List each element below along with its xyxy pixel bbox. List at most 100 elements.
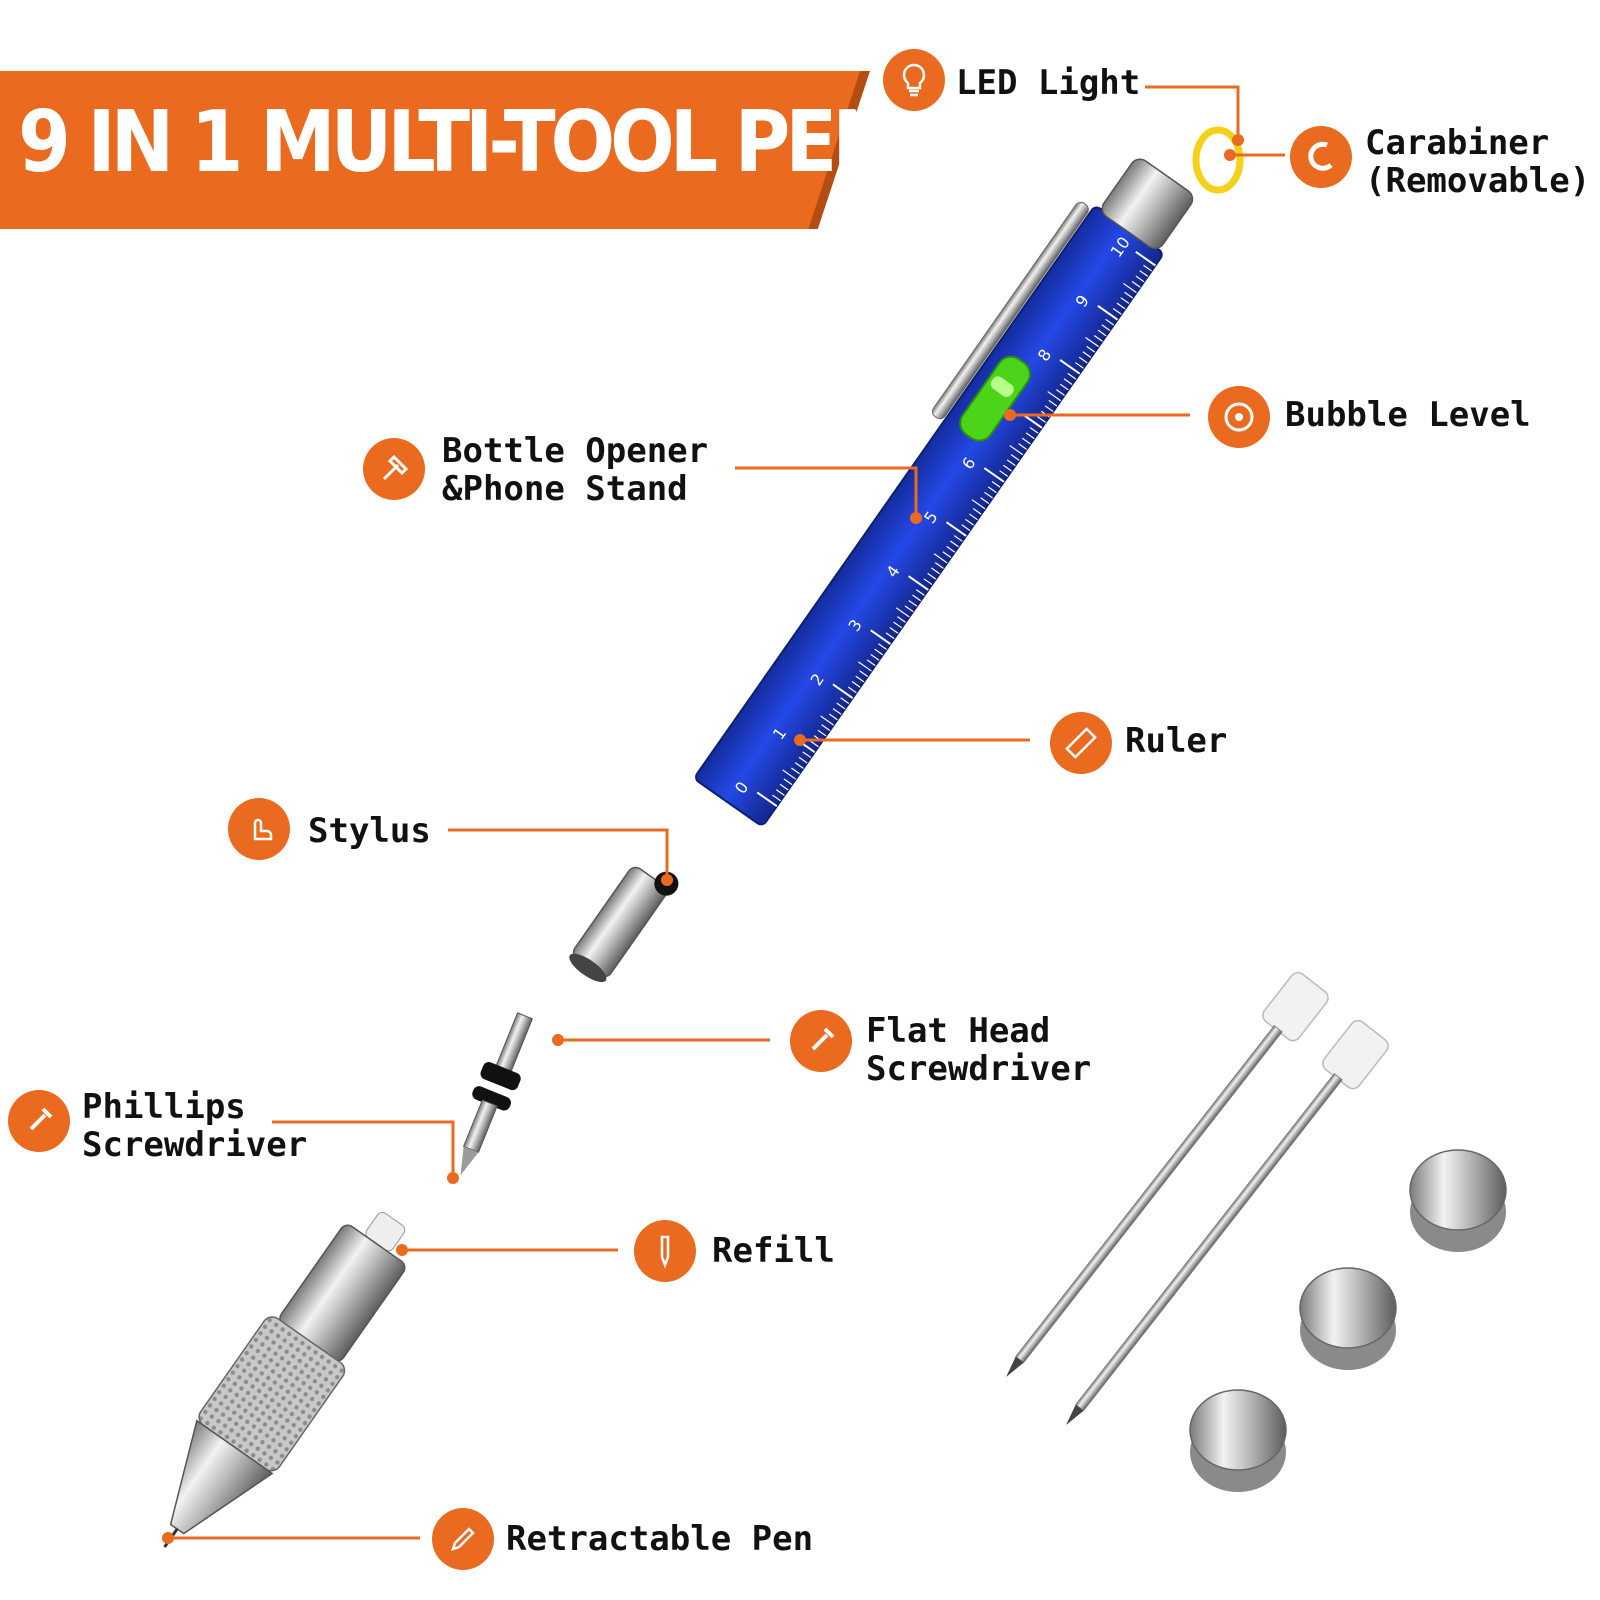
pencil-icon [432, 1508, 494, 1570]
ruler-tick [1085, 337, 1099, 348]
ruler-tick [1131, 280, 1141, 288]
ruler-tick [851, 681, 861, 688]
pen-body: 012345678910 [695, 158, 1194, 826]
ruler-tick [999, 470, 1009, 477]
ruler-tick [828, 713, 838, 721]
label-stylus: Stylus [308, 811, 431, 851]
page-title: 9 IN 1 MULTI-TOOL PEN [18, 91, 896, 192]
ruler-tick [866, 659, 876, 667]
ruler-tick [779, 783, 789, 791]
refill-2 [1066, 1019, 1389, 1426]
title-banner [0, 71, 860, 229]
screwdriver-bit [460, 1012, 534, 1176]
ruler-tick [1029, 426, 1039, 434]
ruler-tick [1047, 391, 1062, 402]
ruler-tick [1059, 359, 1081, 375]
bubble-level-icon [1208, 386, 1270, 448]
ruler-tick [809, 740, 819, 748]
ruler-tick [1112, 308, 1122, 315]
ruler-tick [908, 575, 929, 591]
ruler-tick [1143, 264, 1152, 272]
leader-stylus [448, 828, 669, 880]
ruler-tick [965, 518, 975, 526]
ruler-tick [893, 621, 903, 629]
hammer-icon [363, 438, 425, 500]
ruler-tick [794, 762, 804, 769]
battery-3 [1189, 1389, 1287, 1492]
ruler-tick [802, 751, 812, 759]
ruler-tick [968, 513, 978, 521]
ruler-tick [1123, 282, 1137, 294]
ruler-tick [1003, 464, 1012, 472]
ruler-tick [832, 708, 842, 715]
ruler-tick [855, 675, 865, 683]
ruler-tick [1139, 270, 1149, 277]
carabiner-ring [1192, 126, 1244, 194]
ruler-tick [915, 589, 925, 596]
ruler-tick [1135, 250, 1156, 267]
label-carabiner: Carabiner (Removable) [1365, 123, 1591, 201]
ruler-tick [1101, 324, 1111, 331]
ruler-tick [904, 605, 914, 613]
leader-phillips [272, 1120, 455, 1178]
retractable-pen [163, 1212, 406, 1548]
ruler-tick [987, 486, 997, 494]
screwdriver-icon [790, 1010, 852, 1072]
ruler-tick [1124, 291, 1134, 299]
ruler-tick [847, 686, 857, 694]
ruler-tick [756, 791, 778, 808]
ruler-tick [775, 789, 785, 796]
ruler-tick [961, 524, 971, 531]
ruler-tick [772, 794, 781, 802]
ruler-tick [927, 572, 937, 580]
ruler-tick [1018, 443, 1028, 450]
ruler-tick [895, 607, 910, 618]
ruler-tick [912, 594, 922, 602]
ruler-tick [1097, 305, 1119, 321]
battery-1 [1409, 1149, 1507, 1252]
carabiner-icon [1290, 126, 1352, 188]
ruler-tick [984, 491, 993, 499]
ruler-tick [1044, 405, 1054, 413]
ruler-icon [1050, 712, 1112, 774]
refill-icon [634, 1220, 696, 1282]
ruler-tick [1116, 302, 1126, 310]
ruler-tick [908, 599, 918, 607]
ruler-tick [1082, 351, 1092, 358]
label-refill: Refill [712, 1231, 835, 1271]
ruler-tick [946, 545, 956, 553]
ruler-tick [870, 654, 880, 661]
label-flat-head: Flat Head Screwdriver [866, 1011, 1092, 1089]
ruler-tick [972, 508, 982, 515]
ruler-tick [1059, 383, 1069, 391]
label-bottle-opener: Bottle Opener &Phone Stand [442, 431, 709, 509]
ruler-tick [783, 778, 793, 786]
ruler-tick [1009, 445, 1024, 456]
ruler-tick [1067, 372, 1077, 380]
ruler-tick [832, 683, 854, 699]
ruler-tick [1078, 356, 1088, 364]
ruler-tick [983, 467, 1005, 483]
ruler-tick [870, 629, 892, 645]
screwdriver-icon [8, 1090, 70, 1152]
ruler-tick [885, 632, 895, 640]
ruler-tick [1135, 275, 1145, 283]
ruler-tick [991, 481, 1001, 488]
ruler-tick [934, 562, 944, 569]
ruler-tick [971, 499, 986, 510]
ruler-tick [1074, 362, 1084, 369]
label-led-light: LED Light [956, 63, 1141, 103]
ruler-tick [858, 661, 872, 672]
ruler-tick [840, 697, 850, 704]
label-retractable-pen: Retractable Pen [506, 1519, 814, 1559]
ruler-tick [931, 567, 940, 575]
ruler-tick [798, 756, 808, 764]
ruler-tick [874, 648, 884, 656]
ruler-tick [1097, 329, 1107, 337]
label-bubble-level: Bubble Level [1285, 395, 1531, 435]
ruler-tick [820, 715, 834, 726]
refill-1 [1006, 971, 1329, 1378]
ruler-tick [1037, 416, 1046, 423]
ruler-tick [836, 702, 846, 710]
